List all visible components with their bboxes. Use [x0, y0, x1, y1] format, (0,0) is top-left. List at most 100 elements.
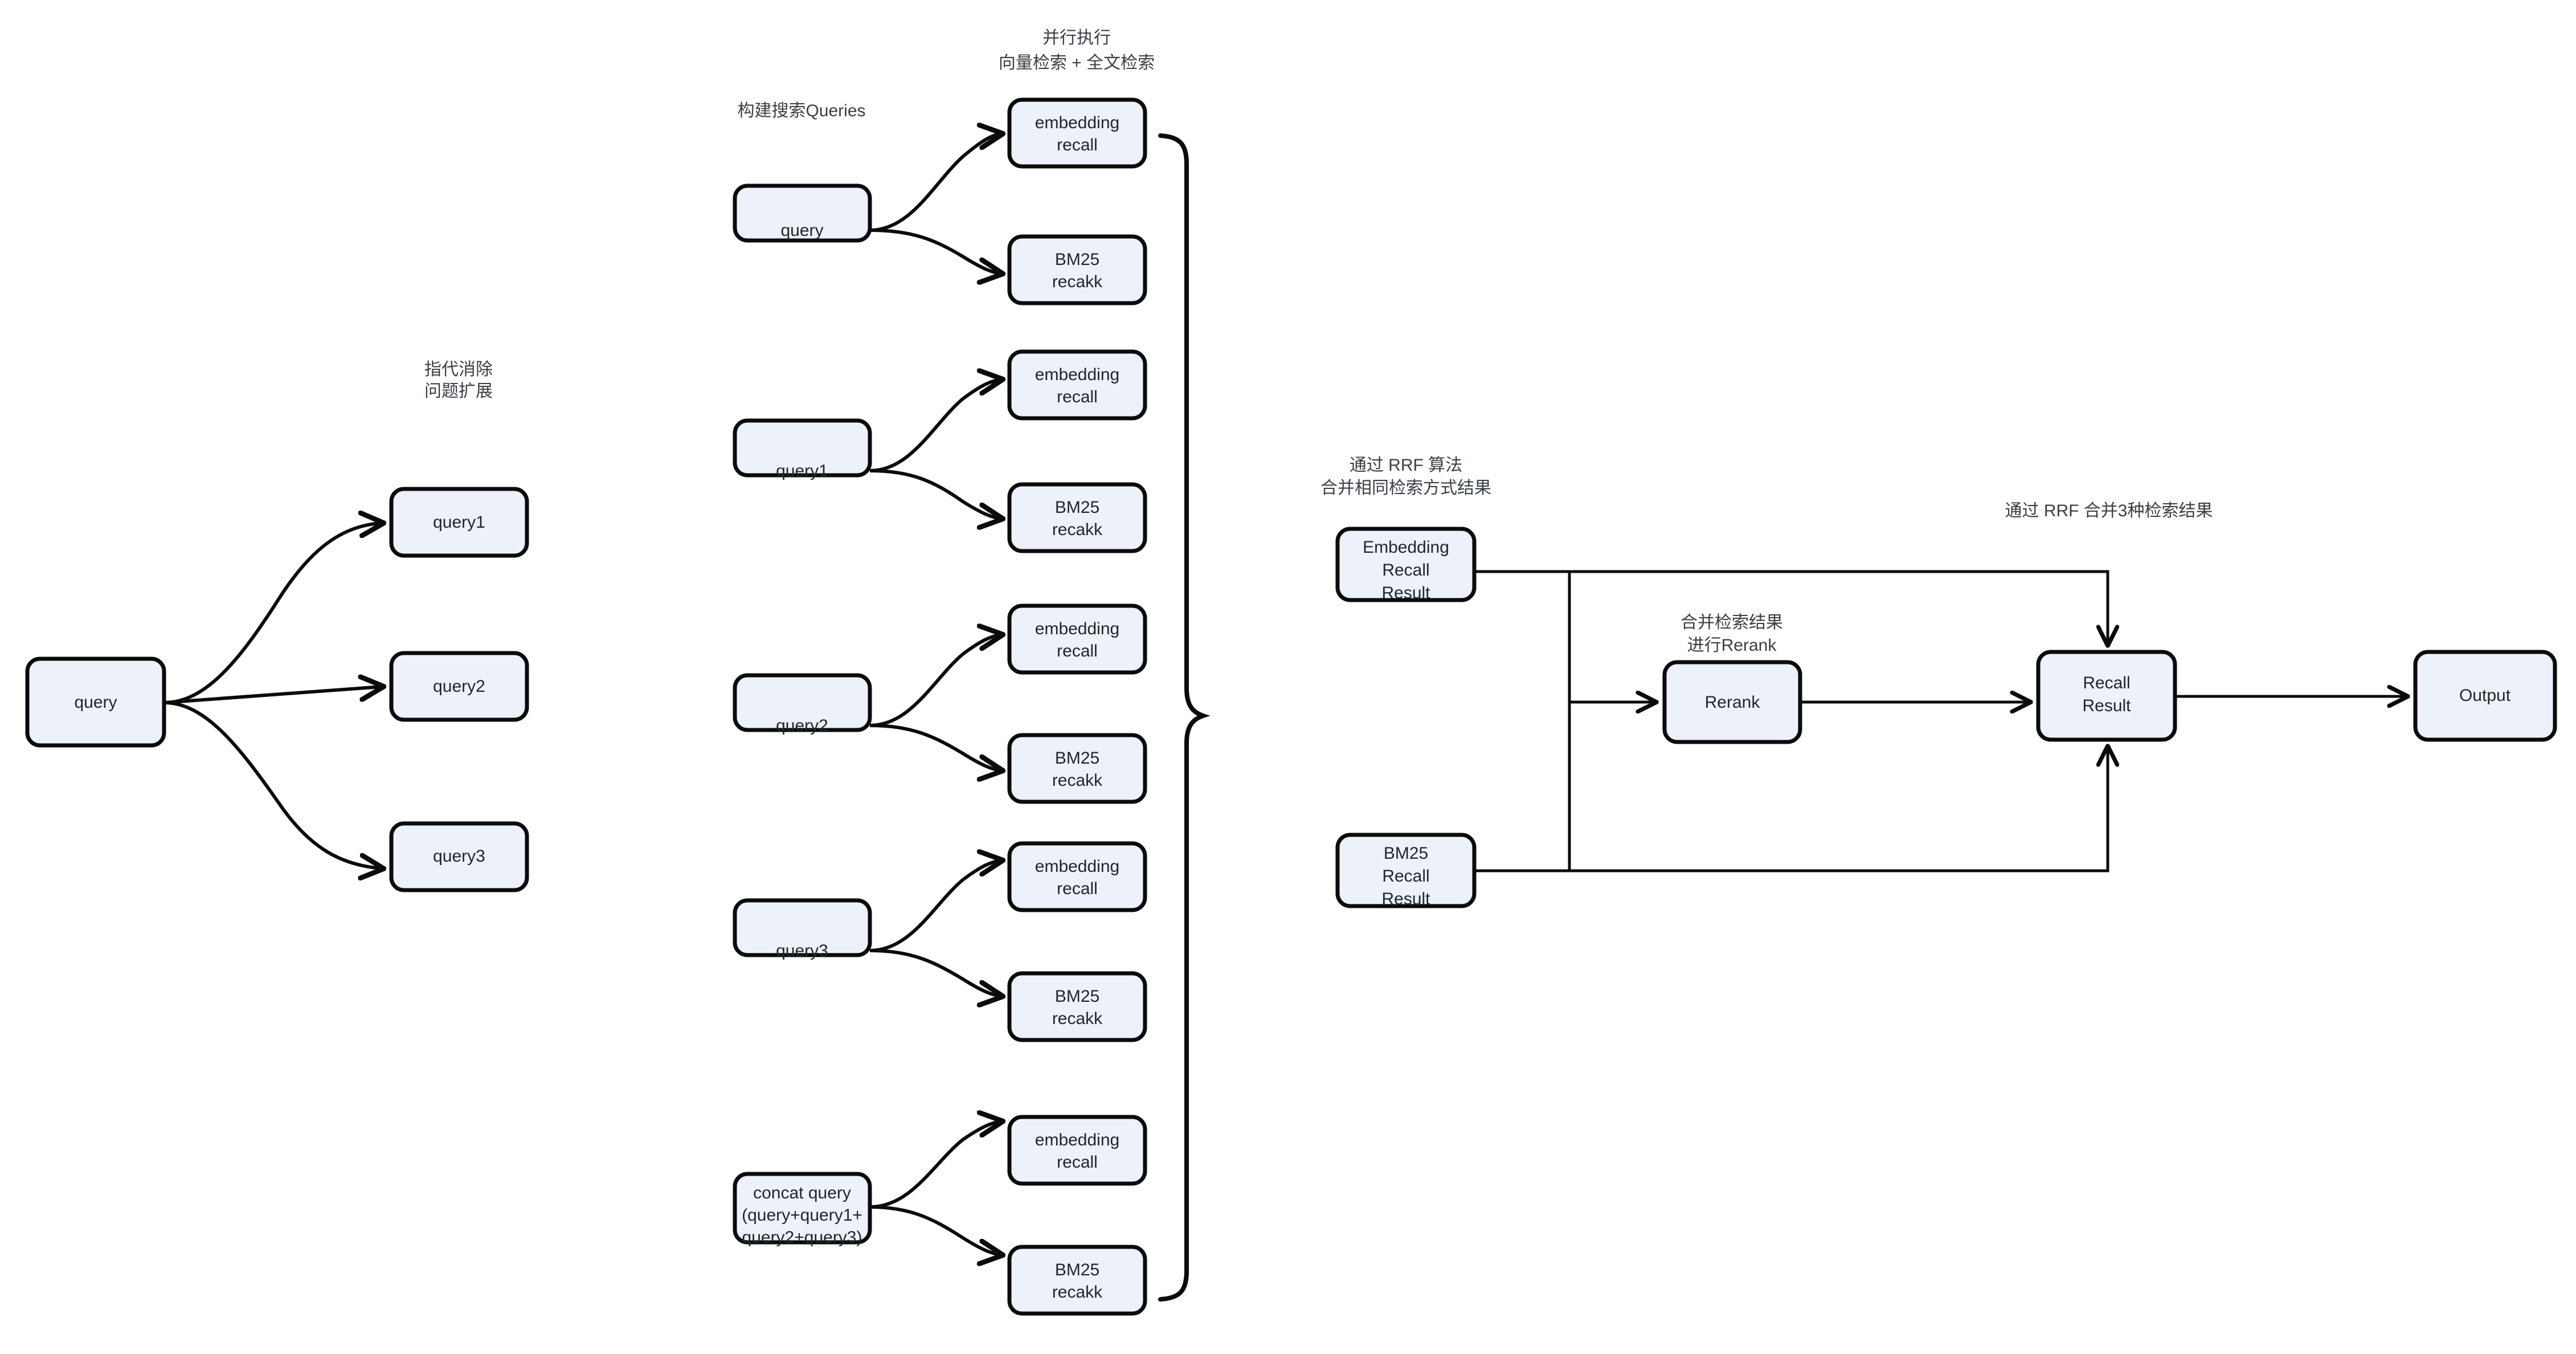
annotation-rrf-three: 通过 RRF 合并3种检索结果 — [2005, 501, 2213, 520]
edge-query3-to-embedding — [869, 860, 1001, 952]
node-stage2-source-query1[interactable]: query1 — [733, 418, 872, 480]
node-embedding-recall-1-line2: recall — [1057, 388, 1098, 406]
node-recall-result-line2: Result — [2082, 696, 2131, 715]
edge-concat-to-embedding — [869, 1121, 1001, 1209]
node-query2-label: query2 — [433, 677, 485, 696]
node-recall-result-line1: Recall — [2083, 674, 2130, 692]
node-stage2-source-query3[interactable]: query3 — [733, 898, 872, 960]
node-bm25-recall-result-line2: Recall — [1382, 867, 1429, 886]
node-rerank[interactable]: Rerank — [1662, 660, 1802, 744]
node-bm25-recall-4-line2: recakk — [1052, 1283, 1103, 1302]
node-query-source[interactable]: query — [25, 656, 166, 748]
stage3-group: 通过 RRF 算法 合并相同检索方式结果 合并检索结果 进行Rerank 通过 … — [1320, 456, 2557, 908]
node-stage2-source-query2[interactable]: query2 — [733, 673, 872, 735]
node-embedding-recall-0-line1: embedding — [1035, 113, 1119, 132]
node-bm25-recall-2-line2: recakk — [1052, 771, 1103, 790]
node-stage2-source-query2-label: query2 — [776, 716, 828, 735]
node-bm25-recall-3-line2: recakk — [1052, 1009, 1103, 1028]
edge-query-to-query1 — [163, 523, 382, 704]
node-concat-query-line3: query2+query3) — [742, 1228, 862, 1247]
node-bm25-recall-2-line1: BM25 — [1055, 749, 1099, 768]
node-embedding-recall-result-line2: Recall — [1382, 561, 1429, 580]
node-query3[interactable]: query3 — [389, 821, 529, 892]
annotation-rewrite-line1: 指代消除 — [424, 360, 493, 379]
node-concat-query-line2: (query+query1+ — [742, 1206, 862, 1225]
brace-recall-results — [1158, 133, 1211, 1302]
stage2-group-query2: query2 embedding recall BM25 recakk — [733, 603, 1147, 804]
node-stage2-source-query-label: query — [780, 221, 823, 240]
node-bm25-recall-0-line1: BM25 — [1055, 250, 1099, 269]
edge-bm25-result-to-recall-result — [1474, 748, 2108, 872]
node-bm25-recall-result-line1: BM25 — [1384, 844, 1428, 863]
edge-embedding-result-to-recall-result — [1474, 570, 2108, 644]
annotation-rewrite-line2: 问题扩展 — [424, 382, 493, 401]
edge-query2-to-bm25 — [869, 724, 1001, 770]
edge-query3-to-bm25 — [869, 949, 1001, 996]
edge-query1-to-bm25 — [869, 469, 1001, 519]
node-stage2-source-query1-label: query1 — [776, 462, 828, 480]
annotation-rrf-same-line2: 合并相同检索方式结果 — [1320, 479, 1491, 497]
node-embedding-recall-4[interactable]: embedding recall — [1007, 1115, 1147, 1186]
stage1-group: 指代消除 问题扩展 query query1 query2 query3 — [25, 360, 529, 892]
edge-query-to-bm25-0 — [869, 229, 1001, 274]
edge-query-to-query3 — [163, 701, 382, 868]
node-bm25-recall-4[interactable]: BM25 recakk — [1007, 1245, 1147, 1316]
node-bm25-recall-1[interactable]: BM25 recakk — [1007, 482, 1147, 553]
node-bm25-recall-0[interactable]: BM25 recakk — [1007, 234, 1147, 305]
node-bm25-recall-1-line2: recakk — [1052, 520, 1103, 539]
node-stage2-source-query3-label: query3 — [776, 941, 828, 960]
node-output[interactable]: Output — [2413, 650, 2557, 742]
node-query3-label: query3 — [433, 847, 485, 866]
annotation-rerank-line2: 进行Rerank — [1687, 636, 1777, 655]
stage2-group-query: query embedding recall BM25 recakk — [733, 97, 1147, 305]
node-embedding-recall-3-line2: recall — [1057, 879, 1098, 898]
node-embedding-recall-3[interactable]: embedding recall — [1007, 841, 1147, 912]
node-rerank-label: Rerank — [1705, 693, 1761, 712]
edge-query2-to-embedding — [869, 635, 1001, 727]
node-embedding-recall-2-line2: recall — [1057, 642, 1098, 660]
node-query-source-label: query — [74, 693, 117, 712]
node-bm25-recall-result-line3: Result — [1381, 890, 1430, 908]
node-bm25-recall-3[interactable]: BM25 recakk — [1007, 971, 1147, 1042]
annotation-rrf-same-line1: 通过 RRF 算法 — [1350, 456, 1462, 475]
annotation-parallel-line2: 向量检索 + 全文检索 — [999, 54, 1155, 72]
edge-query-to-embedding-0 — [869, 134, 1001, 232]
node-bm25-recall-result[interactable]: BM25 Recall Result — [1335, 833, 1477, 908]
annotation-parallel-line1: 并行执行 — [1042, 28, 1111, 47]
node-embedding-recall-result[interactable]: Embedding Recall Result — [1335, 527, 1477, 602]
node-embedding-recall-result-line3: Result — [1381, 584, 1430, 602]
node-bm25-recall-1-line1: BM25 — [1055, 498, 1099, 517]
edge-query-to-query2 — [163, 687, 382, 704]
node-embedding-recall-result-line1: Embedding — [1363, 538, 1449, 557]
edge-query1-to-embedding — [869, 380, 1001, 472]
node-stage2-source-query[interactable]: query — [733, 183, 872, 243]
node-bm25-recall-0-line2: recakk — [1052, 272, 1103, 291]
node-output-label: Output — [2459, 686, 2511, 705]
edge-concat-to-bm25 — [869, 1205, 1001, 1255]
stage2-group-query1: query1 embedding recall BM25 recakk — [733, 349, 1147, 553]
node-embedding-recall-1[interactable]: embedding recall — [1007, 349, 1147, 421]
stage2-group-query3: query3 embedding recall BM25 recakk — [733, 841, 1147, 1042]
stage2-group-concat-query: concat query (query+query1+ query2+query… — [733, 1115, 1147, 1316]
node-embedding-recall-0[interactable]: embedding recall — [1007, 97, 1147, 169]
node-concat-query[interactable]: concat query (query+query1+ query2+query… — [733, 1172, 872, 1247]
node-bm25-recall-3-line1: BM25 — [1055, 987, 1099, 1006]
node-concat-query-line1: concat query — [753, 1184, 851, 1202]
node-query1[interactable]: query1 — [389, 487, 529, 558]
node-query2[interactable]: query2 — [389, 651, 529, 722]
node-query1-label: query1 — [433, 513, 485, 532]
node-embedding-recall-0-line2: recall — [1057, 136, 1098, 154]
node-embedding-recall-2-line1: embedding — [1035, 619, 1119, 638]
node-embedding-recall-1-line1: embedding — [1035, 365, 1119, 384]
node-embedding-recall-3-line1: embedding — [1035, 857, 1119, 876]
node-embedding-recall-4-line2: recall — [1057, 1153, 1098, 1172]
node-bm25-recall-2[interactable]: BM25 recakk — [1007, 733, 1147, 804]
node-embedding-recall-2[interactable]: embedding recall — [1007, 603, 1147, 675]
stage2-group: 构建搜索Queries 并行执行 向量检索 + 全文检索 query embed… — [733, 28, 1211, 1316]
node-recall-result[interactable]: Recall Result — [2036, 650, 2177, 742]
annotation-rerank-line1: 合并检索结果 — [1680, 613, 1783, 632]
annotation-build-queries: 构建搜索Queries — [737, 101, 865, 120]
node-bm25-recall-4-line1: BM25 — [1055, 1261, 1099, 1279]
